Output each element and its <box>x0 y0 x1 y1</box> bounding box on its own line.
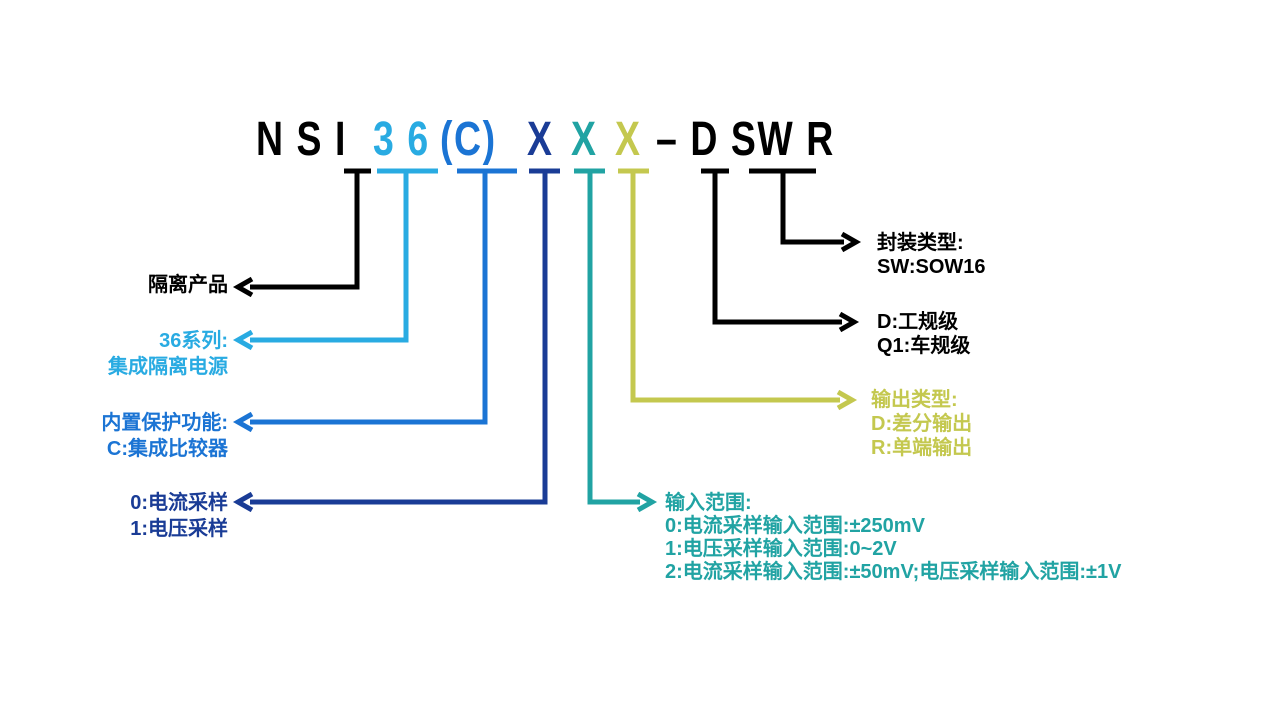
label-line: C:集成比较器 <box>106 438 228 460</box>
arrowhead-left-icon <box>232 411 254 433</box>
label-input-range: 输入范围: 0:电流采样输入范围:±250mV 1:电压采样输入范围:0~2V … <box>665 492 1121 584</box>
label-line: 输出类型: <box>871 389 958 411</box>
connector-series-36 <box>232 168 438 351</box>
label-line: D:差分输出 <box>871 413 973 435</box>
label-line: 1:电压采样 <box>130 518 228 540</box>
label-line: 1:电压采样输入范围:0~2V <box>665 538 897 560</box>
title-segment-c: (C) <box>440 113 497 166</box>
connector-output-type <box>618 168 858 411</box>
label-sampling-type: 0:电流采样 1:电压采样 <box>130 490 228 542</box>
title-segment-dswr: – D SW R <box>656 113 835 166</box>
label-line: 隔离产品 <box>148 274 228 296</box>
label-series-36: 36系列: 集成隔离电源 <box>108 328 228 380</box>
label-line: 内置保护功能: <box>101 412 228 434</box>
title-segment-nsi: N S I <box>256 113 348 166</box>
label-output-type: 输出类型: D:差分输出 R:单端输出 <box>871 388 972 460</box>
connector-protection <box>232 168 517 433</box>
title-segment-x2: X <box>571 113 598 166</box>
label-package-type: 封装类型: SW:SOW16 <box>877 231 986 279</box>
label-line: 2:电流采样输入范围:±50mV;电压采样输入范围:±1V <box>665 561 1122 583</box>
label-line: SW:SOW16 <box>877 256 986 278</box>
label-line: R:单端输出 <box>871 437 973 459</box>
title-segment-x1: X <box>527 113 554 166</box>
connector-grade <box>701 168 860 333</box>
label-line: D:工规级 <box>877 311 959 333</box>
title-segment-x3: X <box>615 113 642 166</box>
title-segment-36: 3 6 <box>373 113 430 166</box>
connector-input-range <box>574 168 658 513</box>
label-line: 封装类型: <box>877 232 964 254</box>
connector-sampling-type <box>232 168 560 513</box>
arrowhead-right-icon <box>840 231 862 253</box>
label-line: 0:电流采样 <box>130 492 228 514</box>
arrowhead-left-icon <box>232 276 254 298</box>
label-line: 输入范围: <box>665 492 752 514</box>
label-line: 0:电流采样输入范围:±250mV <box>665 515 925 537</box>
connector-package-type <box>749 168 862 253</box>
label-grade: D:工规级 Q1:车规级 <box>877 310 970 358</box>
label-isolated-product: 隔离产品 <box>148 272 228 298</box>
arrowhead-right-icon <box>836 389 858 411</box>
label-line: Q1:车规级 <box>877 335 971 357</box>
arrowhead-left-icon <box>232 329 254 351</box>
arrowhead-left-icon <box>232 491 254 513</box>
connector-isolated-product <box>232 168 371 298</box>
arrowhead-right-icon <box>838 311 860 333</box>
label-protection: 内置保护功能: C:集成比较器 <box>101 410 228 462</box>
arrowhead-right-icon <box>636 491 658 513</box>
label-line: 集成隔离电源 <box>108 356 228 378</box>
label-line: 36系列: <box>159 330 228 352</box>
